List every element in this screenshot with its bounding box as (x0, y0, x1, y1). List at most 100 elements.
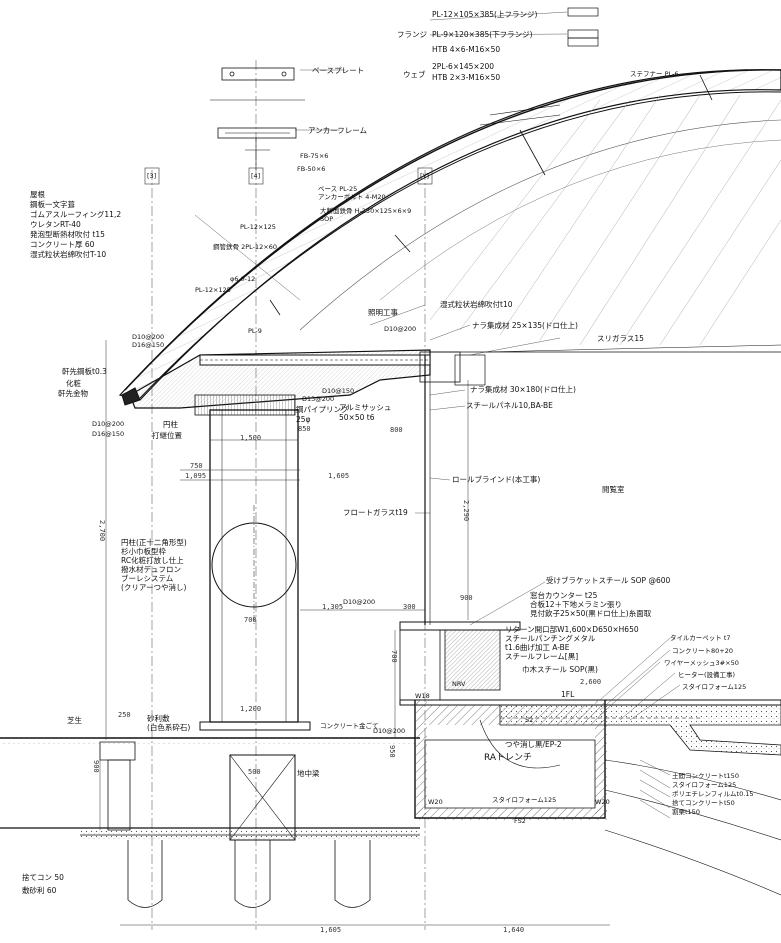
alum-sash2-label: 50×50 t6 (339, 413, 375, 422)
eaves-metal-label: 軒先金物 (58, 389, 88, 398)
grid-mark-4: [4] (251, 172, 261, 180)
pl-12x125-label: PL-12×125 (240, 223, 276, 231)
gallery-label: 閲覧室 (602, 485, 625, 494)
dim-700b: 700 (390, 650, 398, 663)
dim-950: 950 (388, 745, 396, 758)
column-note-line: (クリアーつや消し) (121, 583, 187, 592)
dim-500: 500 (248, 768, 261, 776)
column-cap2-label: 打継位置 (152, 431, 182, 440)
leader-lines (194, 11, 681, 819)
pipe-ring-label: 鋼パイプリング (296, 405, 349, 414)
d10-150-label: D10@150 (322, 387, 355, 395)
dim-1095: 1,095 (185, 472, 207, 480)
column-note-line: 杉小巾板型枠 (121, 547, 166, 556)
d10-200d-label: D10@200 (343, 598, 376, 606)
dim-300: 300 (403, 603, 416, 611)
w20a-label: W20 (428, 798, 443, 806)
counter-line: 見付飲子25×50(黒ドロ仕上)糸面取 (530, 609, 652, 618)
roof-item: ウレタンRT-40 (30, 220, 81, 229)
counter-line: 合板12＋下地メラミン張り (530, 600, 623, 609)
steel-pipe-label: 鋼管鉄骨 2PL-12×60 (213, 243, 277, 251)
wet-spray-label: 湿式粒状岩綿吹付t10 (440, 300, 513, 309)
gravel-note: 砂利敷 (白色系砕石) (147, 714, 190, 732)
floor-layer-line: ポリエチレンフィルムt0.15 (672, 790, 754, 798)
column-note-line: 撥水材デュフロン (121, 565, 181, 574)
slit-glass-label: スリガラス15 (597, 334, 644, 343)
makeup-label: 化粧 (66, 379, 81, 388)
pl9-label: PL-9 (248, 327, 262, 335)
bracket-label: 受けブラケットスチール SOP @600 (546, 576, 671, 585)
d13-200-label: D13@200 (302, 395, 335, 403)
dimension-lines (99, 340, 610, 926)
floor-layer-line: 割栗t150 (672, 808, 700, 816)
return-line: スチールフレーム[黒] (505, 652, 579, 661)
fb-50-label: FB-50×6 (297, 165, 326, 173)
roof-spec: 屋根 鋼板一文字葺 ゴムアスルーフィング11,2 ウレタンRT-40 発泡型断熱… (30, 190, 121, 259)
roll-blind-label: ロールブラインド(本工事) (452, 475, 541, 484)
flange-detail (479, 7, 599, 126)
wide-flange-note: 大断面鉄骨 H-250×125×6×9 SOP (320, 207, 411, 223)
nara-top-label: ナラ集成材 25×135(ドロ仕上) (472, 321, 578, 330)
roof-item: 発泡型断熱材吹付 t15 (30, 230, 105, 239)
floor-layers: 土間コンクリートt150 スタイロフォーム125 ポリエチレンフィルムt0.15… (672, 772, 754, 816)
floor-layer-line: 土間コンクリートt150 (672, 772, 739, 780)
ground (0, 737, 420, 908)
dim-1640: 1,640 (503, 926, 525, 934)
heater-label: ヒーター(設備工事) (678, 671, 736, 679)
dim-750: 750 (190, 462, 203, 470)
baseboard-label: 巾木スチール SOP(黒) (522, 665, 598, 674)
fs2-label: FS2 (514, 817, 526, 825)
d10-200c-label: D10@200 (384, 325, 417, 333)
column-note-line: RC化粧打放し仕上 (121, 556, 184, 565)
sop-line: SOP (320, 215, 334, 223)
grid-markers (144, 167, 433, 185)
roof-arc (118, 69, 781, 401)
counter-line: 窓台カウンター t25 (530, 591, 598, 600)
bottom-left-line: 捨てコン 50 (22, 873, 64, 882)
return-line: t1.6曲げ加工 A-BE (505, 643, 570, 652)
dim-2600: 2,600 (580, 678, 602, 686)
bottom-left-line: 敷砂利 60 (22, 886, 57, 895)
web-line-1: 2PL-6×145×200 (432, 62, 495, 71)
gravel-line: 砂利敷 (147, 714, 170, 723)
d16-150-label: D16@150 (132, 341, 165, 349)
dim-800: 800 (390, 426, 403, 434)
counter-note: 窓台カウンター t25 合板12＋下地メラミン張り 見付飲子25×50(黒ドロ仕… (530, 591, 651, 618)
roof-title: 屋根 (30, 190, 45, 199)
w20b-label: W20 (595, 798, 610, 806)
concrete-80-label: コンクリート80+20 (672, 647, 733, 655)
dim-1605: 1,605 (320, 926, 342, 934)
glazing (419, 344, 781, 625)
roof-item: 鋼板一文字葺 (30, 200, 75, 209)
roof-item: 湿式粒状岩綿吹付T-10 (30, 250, 107, 259)
nrv-label: NRV (452, 680, 466, 688)
dim-1605b: 1,605 (328, 472, 350, 480)
d16-150b-label: D16@150 (92, 430, 125, 438)
matte-black-label: つや消し黒/EP-2 (505, 740, 562, 749)
roof-item: コンクリート厚 60 (30, 240, 95, 249)
s2-label: S2 (525, 716, 534, 724)
styrofoam2-label: スタイロフォーム125 (492, 796, 557, 804)
tile-carpet-label: タイルカーペット t7 (670, 634, 731, 642)
gravel-line: (白色系砕石) (147, 723, 191, 732)
lighting-label: 照明工事 (368, 308, 398, 317)
d10-200b-label: D10@200 (92, 420, 125, 428)
bottom-left-note: 捨てコン 50 敷砂利 60 (22, 873, 64, 895)
column-cap-label: 円柱 (163, 420, 178, 429)
base-plate-detail (210, 67, 305, 170)
steel-panel-label: スチールパネル10,BA-BE (466, 401, 553, 410)
return-line: リターン開口部W1,600×D650×H650 (505, 625, 639, 634)
fl1-label: 1FL (561, 690, 575, 699)
dim-1305: 1,305 (322, 603, 344, 611)
column-note: 円柱(正十二角形型) 杉小巾板型枠 RC化粧打放し仕上 撥水材デュフロン ブーレ… (121, 538, 187, 592)
base-plate-label: ベースプレート (312, 66, 365, 75)
dim-900: 900 (460, 594, 473, 602)
wide-flange-line: 大断面鉄骨 H-250×125×6×9 (320, 207, 412, 215)
column-note-line: ブーレシステム (121, 574, 174, 583)
dim-2700: 2,700 (98, 520, 106, 542)
dim-700: 700 (244, 616, 257, 624)
dim-900b: 900 (92, 760, 100, 773)
column (199, 409, 311, 731)
ra-trench-label: RAトレンチ (484, 753, 533, 763)
